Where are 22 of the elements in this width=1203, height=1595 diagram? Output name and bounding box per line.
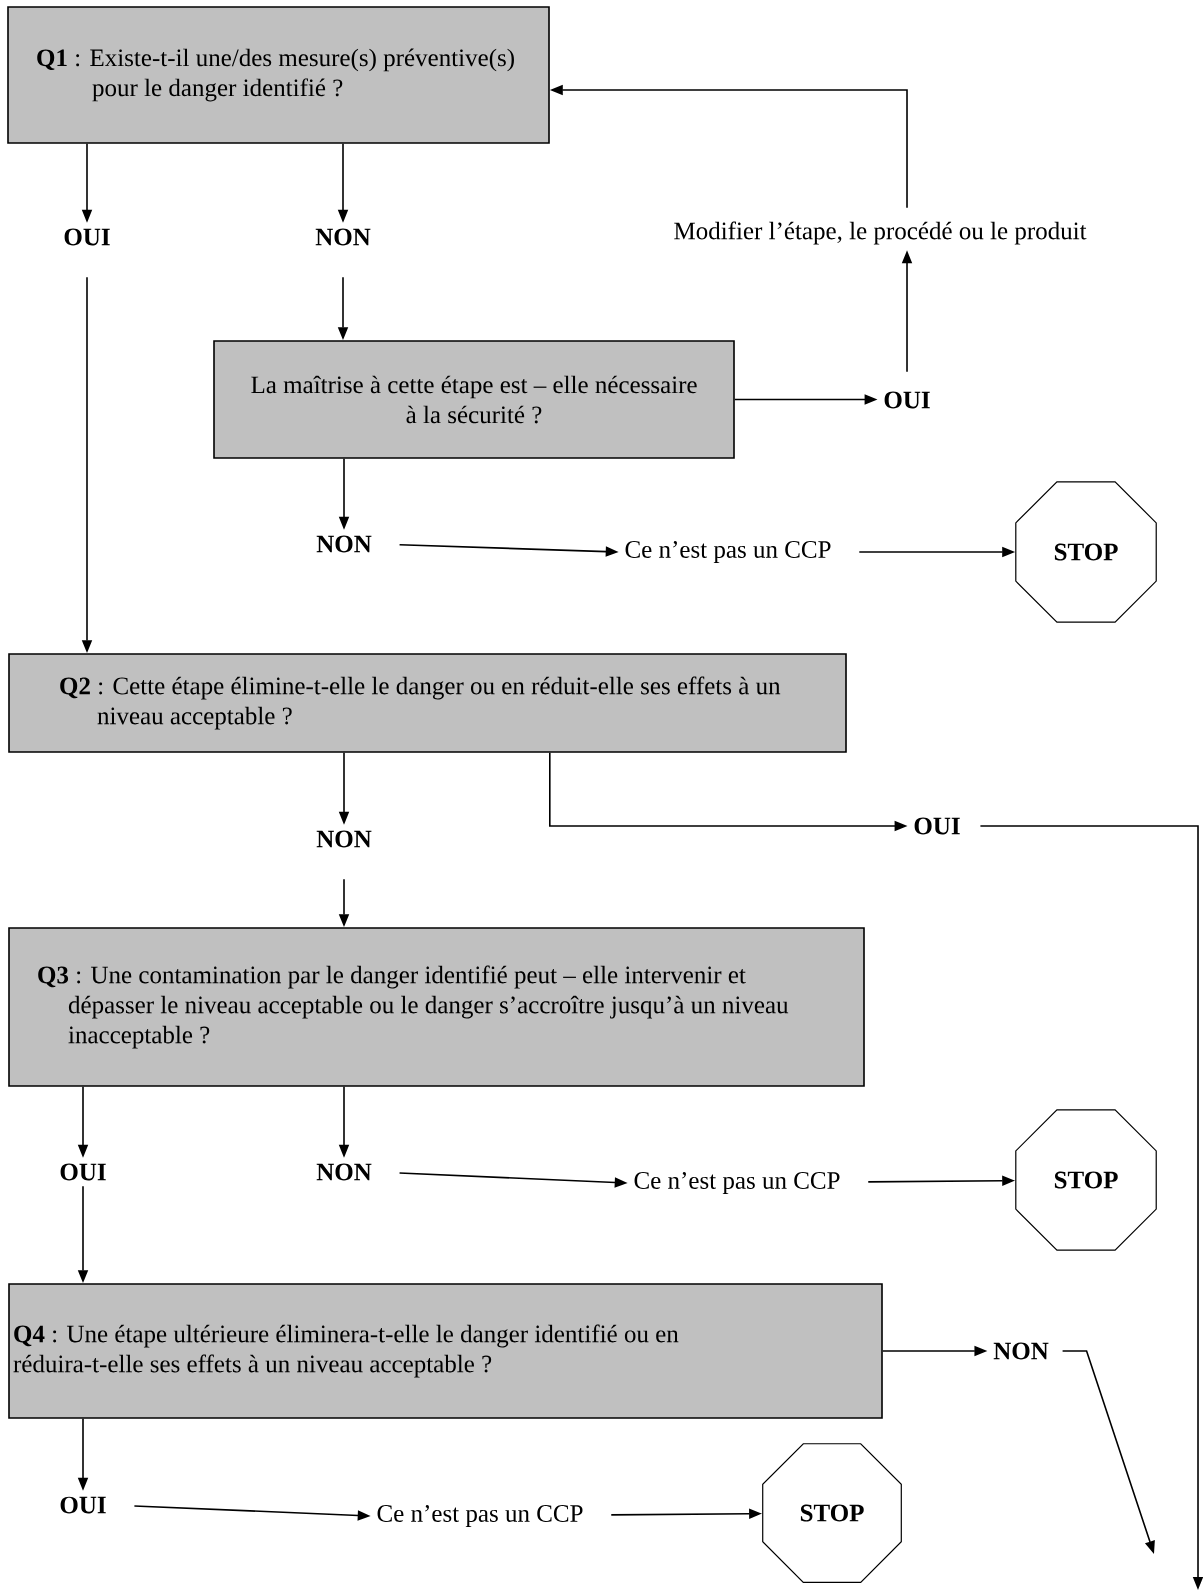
answer-label: OUI xyxy=(60,1496,106,1514)
answer-label: NON xyxy=(993,1342,1049,1360)
question-box: Q1 : Existe-t-il une/des mesure(s) préventive(s) pour le danger identifié ? xyxy=(7,6,550,144)
answer-label: OUI xyxy=(914,817,960,835)
answer-label: NON xyxy=(316,830,372,848)
answer-label: OUI xyxy=(884,391,930,409)
answer-label: NON xyxy=(315,228,371,246)
answer-label: NON xyxy=(316,1163,372,1181)
stop-sign: STOP xyxy=(762,1443,902,1583)
question-box: La maîtrise à cette étape est – elle nécessaire à la sécurité ? xyxy=(213,340,735,459)
answer-label: NON xyxy=(316,535,372,553)
question-box: Q3 : Une contamination par le danger identifié peut – elle intervenir et dépasser le niveau acceptable ou le danger s’accroître jusqu’à un niveau inacceptable ? xyxy=(8,927,865,1087)
answer-label: OUI xyxy=(64,228,110,246)
answer-label: OUI xyxy=(60,1163,106,1181)
stop-sign: STOP xyxy=(1015,481,1157,623)
stop-sign: STOP xyxy=(1015,1109,1157,1251)
result-text: Modifier l’étape, le procédé ou le produit xyxy=(674,221,1087,245)
result-text: Ce n’est pas un CCP xyxy=(625,541,831,563)
result-text: Ce n’est pas un CCP xyxy=(377,1505,583,1527)
question-box: Q2 : Cette étape élimine-t-elle le danger ou en réduit-elle ses effets à un niveau acceptable ? xyxy=(8,653,847,753)
question-box: Q4 : Une étape ultérieure éliminera-t-elle le danger identifié ou en réduira-t-elle ses effets à un niveau acceptable ? xyxy=(8,1283,883,1419)
result-text: Ce n’est pas un CCP xyxy=(634,1172,840,1194)
